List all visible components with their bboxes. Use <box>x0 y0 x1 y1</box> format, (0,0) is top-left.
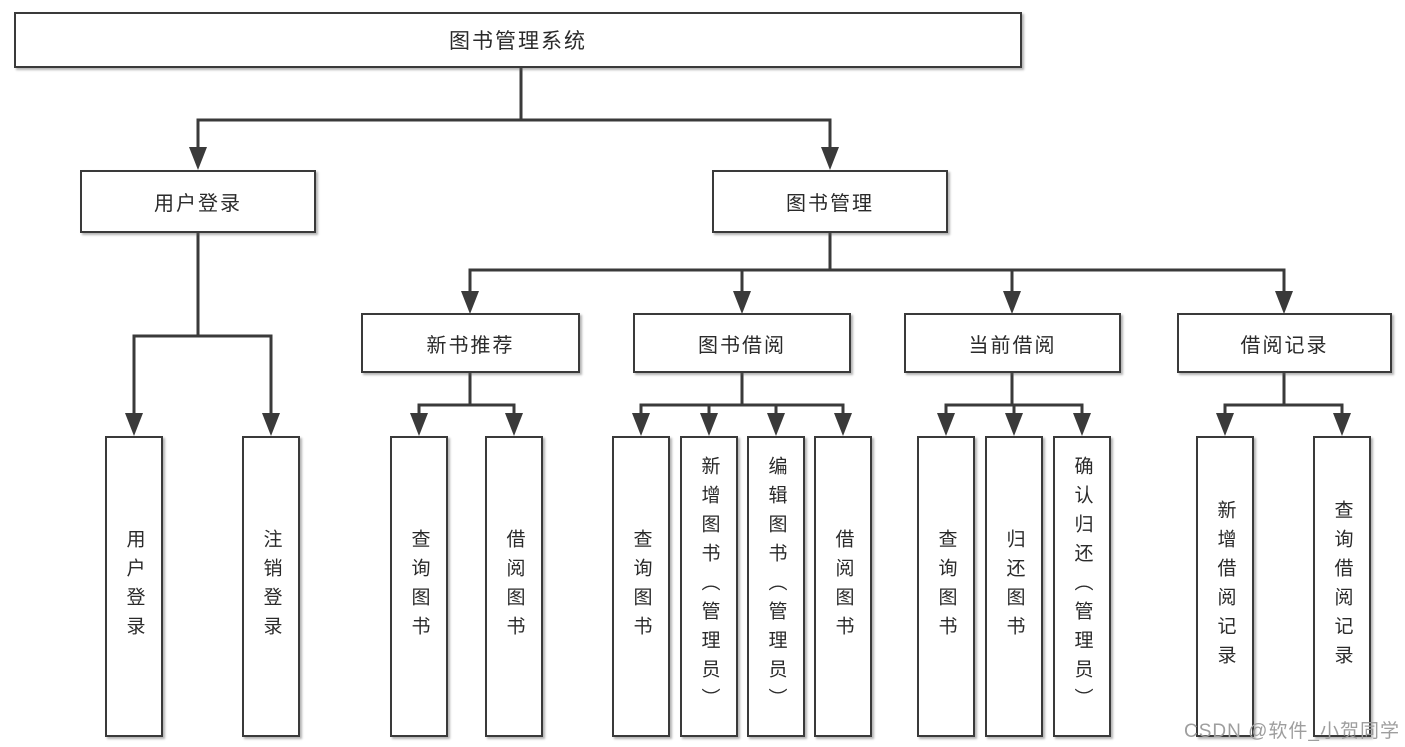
leaf-query-books-current-label: 查询图书 <box>935 528 957 645</box>
leaf-add-borrow-record-label: 新增借阅记录 <box>1214 499 1236 674</box>
node-user-login: 用户登录 <box>80 170 316 233</box>
connector-root-to-level2 <box>189 68 839 170</box>
node-current-borrowing-label: 当前借阅 <box>968 334 1057 357</box>
leaf-borrow-books-borrowing: 借阅图书 <box>814 436 872 737</box>
leaf-confirm-return-admin: 确认归还（管理员） <box>1053 436 1111 737</box>
node-borrowing-records-label: 借阅记录 <box>1240 334 1329 357</box>
node-user-login-label: 用户登录 <box>154 193 242 215</box>
leaf-query-books-recommend-label: 查询图书 <box>408 528 430 645</box>
leaf-borrow-books-recommend: 借阅图书 <box>485 436 543 737</box>
connector-book-management-children <box>461 233 1293 314</box>
leaf-user-login: 用户登录 <box>105 436 163 737</box>
leaf-query-books-borrowing-label: 查询图书 <box>630 528 652 645</box>
leaf-borrow-books-borrowing-label: 借阅图书 <box>832 528 854 645</box>
node-book-borrowing-label: 图书借阅 <box>698 334 786 357</box>
connector-current-borrowing-children <box>937 373 1091 436</box>
connector-user-login-children <box>125 233 280 436</box>
leaf-borrow-books-recommend-label: 借阅图书 <box>503 528 525 645</box>
node-new-book-recommend: 新书推荐 <box>361 313 580 373</box>
leaf-confirm-return-admin-label: 确认归还（管理员） <box>1071 456 1093 717</box>
connector-book-borrowing-children <box>632 373 852 436</box>
leaf-edit-book-admin: 编辑图书（管理员） <box>747 436 805 737</box>
leaf-edit-book-admin-label: 编辑图书（管理员） <box>765 456 787 717</box>
leaf-add-book-admin-label: 新增图书（管理员） <box>698 456 720 717</box>
node-library-system: 图书管理系统 <box>14 12 1022 68</box>
leaf-logout: 注销登录 <box>242 436 300 737</box>
csdn-watermark: CSDN @软件_小贺同学 <box>1184 721 1400 742</box>
leaf-add-borrow-record: 新增借阅记录 <box>1196 436 1254 737</box>
leaf-query-books-current: 查询图书 <box>917 436 975 737</box>
leaf-return-book: 归还图书 <box>985 436 1043 737</box>
node-book-management: 图书管理 <box>712 170 948 233</box>
leaf-return-book-label: 归还图书 <box>1003 528 1025 645</box>
leaf-logout-label: 注销登录 <box>260 528 282 645</box>
node-borrowing-records: 借阅记录 <box>1177 313 1392 373</box>
node-current-borrowing: 当前借阅 <box>904 313 1121 373</box>
leaf-user-login-label: 用户登录 <box>123 528 145 645</box>
connector-borrowing-records-children <box>1216 373 1351 436</box>
leaf-add-book-admin: 新增图书（管理员） <box>680 436 738 737</box>
node-new-book-recommend-label: 新书推荐 <box>426 334 515 357</box>
node-book-borrowing: 图书借阅 <box>633 313 851 373</box>
node-book-management-label: 图书管理 <box>786 193 874 215</box>
leaf-query-borrow-record: 查询借阅记录 <box>1313 436 1371 737</box>
leaf-query-books-borrowing: 查询图书 <box>612 436 670 737</box>
leaf-query-books-recommend: 查询图书 <box>390 436 448 737</box>
leaf-query-borrow-record-label: 查询借阅记录 <box>1331 499 1353 674</box>
node-library-system-label: 图书管理系统 <box>449 30 587 53</box>
connector-new-book-recommend-children <box>410 373 523 436</box>
